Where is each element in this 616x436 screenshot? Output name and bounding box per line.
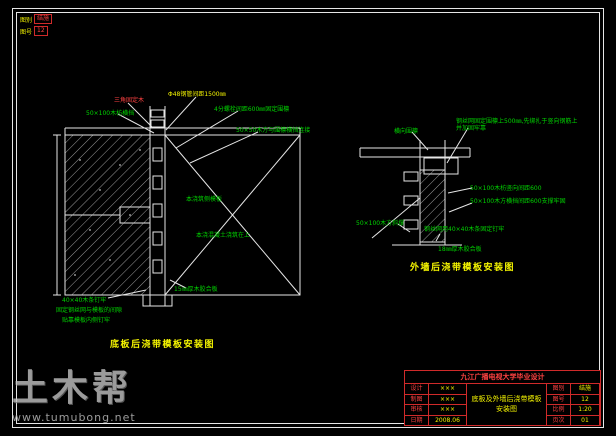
annotation: 40×40木条钉牢 xyxy=(62,297,107,304)
annotation: 50×100木方横挡间距600支撑牢固 xyxy=(470,198,566,205)
annotation: 15㎜厚木胶合板 xyxy=(174,286,218,293)
tb-label: 设计 xyxy=(405,384,429,395)
tb-label: 审核 xyxy=(405,405,429,416)
annotation: 本浇混凝土浇筑在上 xyxy=(196,232,251,239)
tb-label: 页次 xyxy=(547,415,571,426)
corner-stamp: 图别 结施 图号 12 xyxy=(20,14,53,38)
annotation: 贴靠模板内侧钉牢 xyxy=(62,317,111,324)
annotation: 18㎜厚木胶合板 xyxy=(438,246,482,253)
corner-stamp-row: 图号 12 xyxy=(20,26,52,36)
tb-value: ××× xyxy=(429,394,467,405)
annotation: 本浇筑侧模板 xyxy=(186,196,223,203)
right-detail-linework xyxy=(359,127,473,246)
annotation: Φ48钢管间距1500㎜ xyxy=(168,91,226,98)
sheet-inner-border xyxy=(16,12,600,424)
tb-label: 图别 xyxy=(547,384,571,395)
stamp-box-value: 结施 xyxy=(34,14,53,24)
left-detail-linework xyxy=(53,96,301,307)
tb-drawing-name: 底板及外墙后浇带模板安装图 xyxy=(467,384,547,426)
stamp-prefix-label: 图别 xyxy=(20,16,33,24)
annotation: 50×100木方斜撑 xyxy=(356,220,405,227)
watermark-brand: 土木帮 xyxy=(12,368,133,409)
tb-value: 2008.06 xyxy=(429,415,467,426)
tb-value: 1:20 xyxy=(571,405,600,416)
sheet-outer-border xyxy=(12,8,604,428)
annotation: 钢丝网固定围檩上500㎜,先绑扎于竖向钢筋上并加固牢靠 xyxy=(456,118,578,132)
title-block-body: 设计 ××× 底板及外墙后浇带模板安装图 图别 结施 制图 ××× 图号 12 … xyxy=(405,384,600,426)
title-block-header: 九江广播电视大学毕业设计 xyxy=(405,371,600,384)
tb-value: 01 xyxy=(571,415,600,426)
stamp-box-value: 12 xyxy=(34,26,48,36)
tb-value: ××× xyxy=(429,405,467,416)
tb-value: ××× xyxy=(429,384,467,395)
annotation: 50×50木方与围檩横挡连接 xyxy=(236,127,311,134)
title-block: 九江广播电视大学毕业设计 设计 ××× 底板及外墙后浇带模板安装图 图别 结施 … xyxy=(404,370,601,426)
right-drawing-title: 外墙后浇带模板安装图 xyxy=(410,263,516,273)
stamp-prefix-label: 图号 xyxy=(20,28,33,36)
corner-stamp-row: 图别 结施 xyxy=(20,14,53,24)
tb-label: 制图 xyxy=(405,394,429,405)
left-drawing-title: 底板后浇带模板安装图 xyxy=(110,340,216,350)
annotation: 固定钢丝网与模板的间隙 xyxy=(56,307,123,314)
tb-value: 12 xyxy=(571,394,600,405)
annotation: 三角固定木 xyxy=(114,97,145,104)
tb-value: 结施 xyxy=(571,384,600,395)
annotation: 50×100木枋竖向间距600 xyxy=(470,185,542,192)
annotation: 钢丝网用40×40木条固定钉牢 xyxy=(424,226,505,233)
tb-label: 比例 xyxy=(547,405,571,416)
watermark: 土木帮 www.tumubong.net xyxy=(12,368,136,424)
watermark-url: www.tumubong.net xyxy=(12,411,136,424)
annotation: 4分螺栓间距600㎜固定围檩 xyxy=(214,106,290,113)
tb-label: 日期 xyxy=(405,415,429,426)
annotation: 50×100木枋横挡 xyxy=(86,110,135,117)
annotation: 横向围檩 xyxy=(394,128,419,135)
tb-label: 图号 xyxy=(547,394,571,405)
